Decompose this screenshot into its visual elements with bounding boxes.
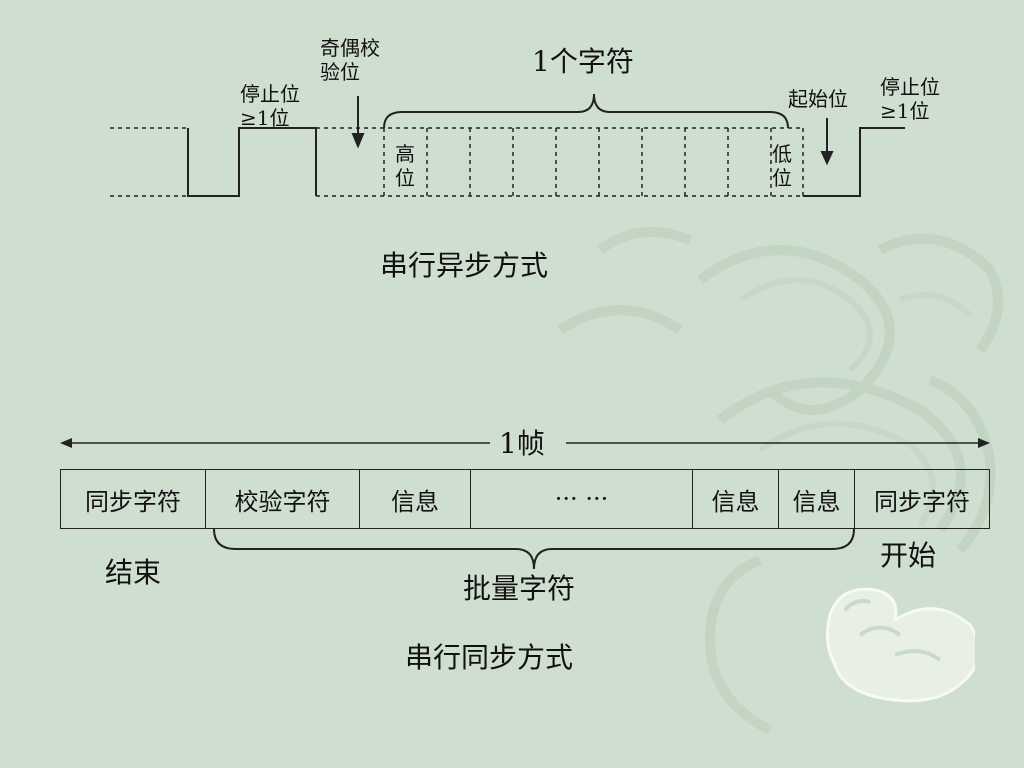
frame-cell-sync-char-end: 同步字符 bbox=[61, 470, 206, 528]
one-character-label: 1个字符 bbox=[532, 45, 634, 78]
end-label: 结束 bbox=[105, 556, 162, 589]
stop-bit-right-label: 停止位 ≥1位 bbox=[880, 75, 940, 123]
sync-frame: 同步字符 校验字符 信息 ··· ··· 信息 信息 同步字符 bbox=[60, 469, 990, 529]
batch-chars-label: 批量字符 bbox=[463, 572, 576, 605]
start-bit-arrow bbox=[820, 118, 834, 166]
start-bit-label: 起始位 bbox=[788, 87, 848, 111]
frame-cell-info: 信息 bbox=[360, 470, 471, 528]
frame-cell-sync-char-start: 同步字符 bbox=[874, 487, 970, 516]
start-label: 开始 bbox=[880, 539, 937, 572]
async-caption: 串行异步方式 bbox=[380, 249, 549, 282]
frame-label: 1帧 bbox=[499, 427, 545, 460]
frame-cell-ellipsis: ··· ··· bbox=[471, 470, 693, 528]
frame-length-arrow bbox=[60, 438, 990, 448]
char-brace bbox=[383, 93, 789, 129]
signal-waveform bbox=[187, 127, 317, 197]
dragon-ornament-icon bbox=[825, 587, 975, 703]
parity-arrow bbox=[351, 96, 365, 149]
high-bit-label: 高 位 bbox=[395, 142, 415, 190]
signal-waveform-right bbox=[803, 127, 905, 197]
frame-cell-check-char: 校验字符 bbox=[206, 470, 360, 528]
sync-caption: 串行同步方式 bbox=[405, 641, 574, 674]
parity-bit-label: 奇偶校 验位 bbox=[320, 36, 380, 84]
frame-cell-info: 信息 bbox=[779, 470, 855, 528]
frame-cell-info: 信息 bbox=[693, 470, 779, 528]
batch-brace bbox=[213, 528, 855, 570]
async-waveform-diagram bbox=[110, 93, 905, 197]
stop-bit-left-label: 停止位 ≥1位 bbox=[240, 82, 300, 130]
low-bit-label: 低 位 bbox=[772, 142, 792, 190]
